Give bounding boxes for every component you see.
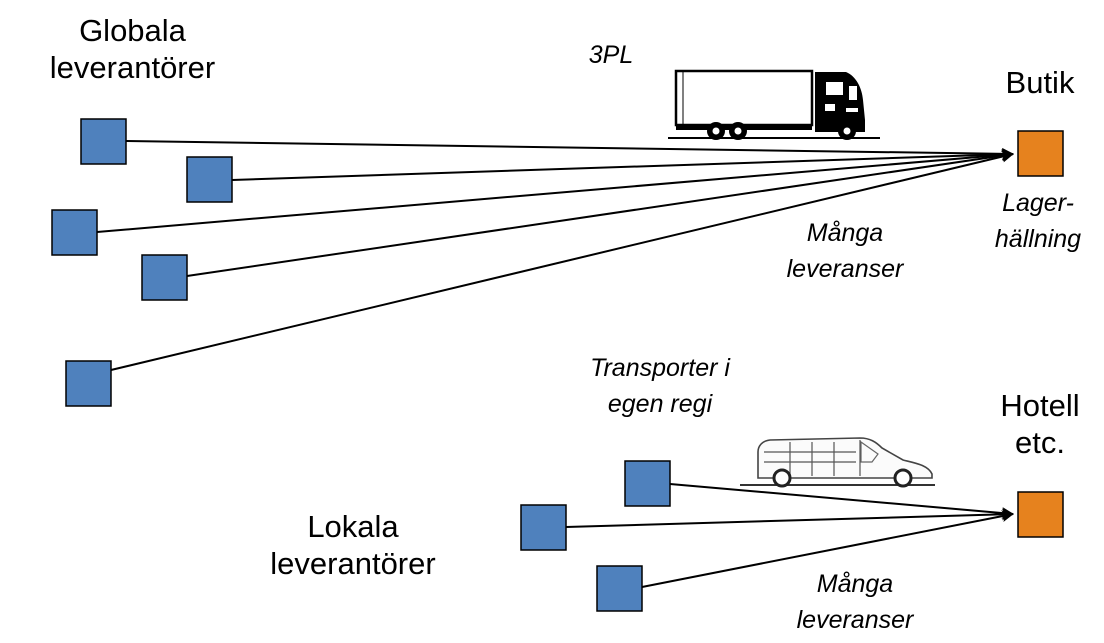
butik-label: Butik	[1005, 65, 1075, 100]
supplier-node	[65, 360, 112, 407]
supplier-node	[596, 565, 643, 612]
delivery-line	[186, 149, 1014, 277]
local-delivery-lines	[565, 483, 1014, 588]
global-deliveries-label-line1: Många	[806, 219, 884, 247]
supplier-node	[624, 460, 671, 507]
global-suppliers-label: Globala leverantörer	[10, 12, 255, 86]
delivery-line	[669, 483, 1014, 520]
storage-label-line2: hällning	[994, 225, 1082, 254]
global-suppliers-label-line1: Globala	[79, 13, 186, 48]
delivery-line	[231, 148, 1014, 181]
local-deliveries-label-line1: Många	[816, 570, 894, 598]
delivery-line	[565, 508, 1014, 528]
local-suppliers-label: Lokala leverantörer	[248, 508, 458, 582]
truck-icon	[668, 69, 880, 140]
supplier-node	[520, 504, 567, 551]
delivery-line	[641, 510, 1014, 588]
delivery-line	[110, 150, 1014, 371]
storage-label: Lager- hällning	[968, 185, 1104, 258]
hotell-label-line2: etc.	[1015, 425, 1065, 461]
supplier-node	[186, 156, 233, 203]
own-transport-label-line2: egen regi	[607, 390, 713, 419]
supplier-node	[141, 254, 188, 301]
butik-node	[1017, 130, 1064, 177]
local-suppliers-label-line2: leverantörer	[270, 546, 436, 582]
local-supplier-nodes	[520, 460, 671, 612]
van-icon	[740, 437, 935, 488]
global-supplier-nodes	[51, 118, 233, 407]
supplier-node	[51, 209, 98, 256]
storage-label-line1: Lager-	[1002, 189, 1074, 217]
own-transport-label-line1: Transporter i	[590, 354, 730, 382]
local-suppliers-label-line1: Lokala	[307, 509, 399, 544]
carrier-label-3pl: 3PL	[588, 41, 634, 69]
own-transport-label: Transporter i egen regi	[540, 350, 780, 423]
local-deliveries-label: Många leveranser	[755, 566, 955, 639]
hotell-label-line1: Hotell	[1000, 388, 1080, 423]
delivery-line	[125, 140, 1014, 160]
hotell-label: Hotell etc.	[990, 387, 1090, 461]
local-deliveries-label-line2: leveranser	[796, 606, 914, 635]
global-deliveries-label: Många leveranser	[745, 215, 945, 288]
global-suppliers-label-line2: leverantörer	[49, 50, 216, 86]
global-delivery-lines	[96, 140, 1014, 371]
hotell-node	[1017, 491, 1064, 538]
supplier-node	[80, 118, 127, 165]
global-deliveries-label-line2: leveranser	[786, 255, 904, 284]
delivery-line	[96, 148, 1014, 233]
